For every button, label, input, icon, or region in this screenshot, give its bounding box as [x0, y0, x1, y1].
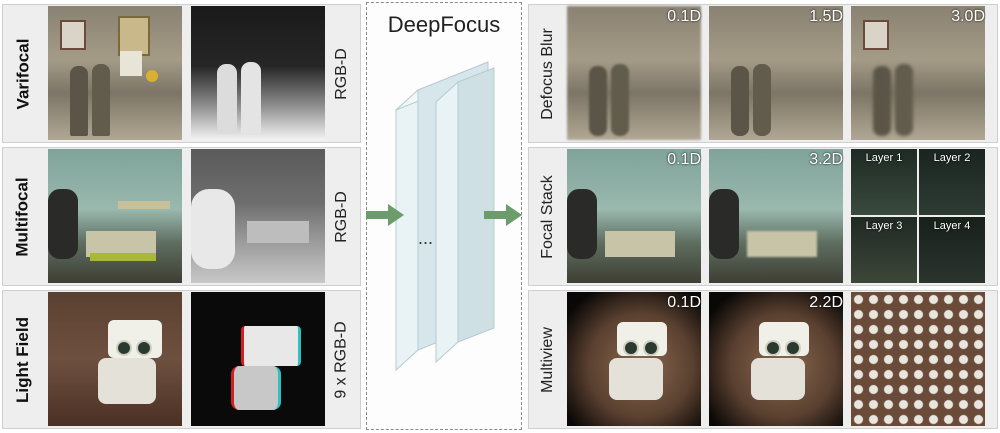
multiview-image-1 [567, 292, 701, 426]
network-layer-2-front [457, 67, 495, 343]
focalstack-label: Focal Stack [539, 174, 556, 259]
defocus-label: Defocus Blur [539, 27, 556, 120]
multiview-tag-1: 0.1D [667, 294, 701, 311]
input-arrow [366, 204, 404, 226]
output-arrow [484, 204, 522, 226]
focal-layer-3-label: Layer 3 [865, 220, 903, 232]
lightfield-label: Light Field [13, 316, 32, 403]
focalstack-image-1 [567, 149, 701, 283]
multiview-tag-2: 2.2D [809, 294, 843, 311]
focal-layer-1-label: Layer 1 [865, 152, 903, 164]
multifocal-rgb-image [48, 149, 182, 283]
defocus-image-3 [851, 6, 985, 140]
network-diagram [395, 61, 495, 372]
multiview-label: Multiview [539, 326, 557, 393]
lightfield-input-label: 9 x RGB-D [333, 320, 350, 399]
defocus-image-1 [567, 6, 701, 140]
defocus-tag-1: 0.1D [667, 8, 701, 25]
varifocal-rgb-image [48, 6, 182, 140]
multifocal-label: Multifocal [13, 176, 32, 257]
focalstack-tag-2: 3.2D [809, 151, 843, 168]
lightfield-depth-image [191, 292, 325, 426]
defocus-tag-2: 1.5D [809, 8, 843, 25]
multiview-grid-image [851, 292, 985, 426]
network-ellipsis: ... [418, 228, 434, 248]
focalstack-tag-1: 0.1D [667, 151, 701, 168]
focal-layer-1: Layer 1 [851, 149, 917, 215]
varifocal-depth-image [191, 6, 325, 140]
defocus-tag-3: 3.0D [951, 8, 985, 25]
multiview-image-2 [709, 292, 843, 426]
network-layer-1-side [395, 88, 419, 372]
defocus-image-2 [709, 6, 843, 140]
focal-layer-2: Layer 2 [919, 149, 985, 215]
lightfield-rgb-image [48, 292, 182, 426]
focal-layer-3: Layer 3 [851, 217, 917, 283]
focal-layer-4: Layer 4 [919, 217, 985, 283]
deepfocus-title: DeepFocus [387, 12, 501, 37]
multifocal-input-label: RGB-D [333, 190, 350, 243]
multifocal-depth-image [191, 149, 325, 283]
varifocal-input-label: RGB-D [333, 47, 350, 100]
focal-layer-4-label: Layer 4 [933, 220, 971, 232]
network-layer-2-side [435, 80, 459, 364]
varifocal-label: Varifocal [13, 38, 32, 109]
focalstack-image-2 [709, 149, 843, 283]
focal-layer-2-label: Layer 2 [933, 152, 971, 164]
